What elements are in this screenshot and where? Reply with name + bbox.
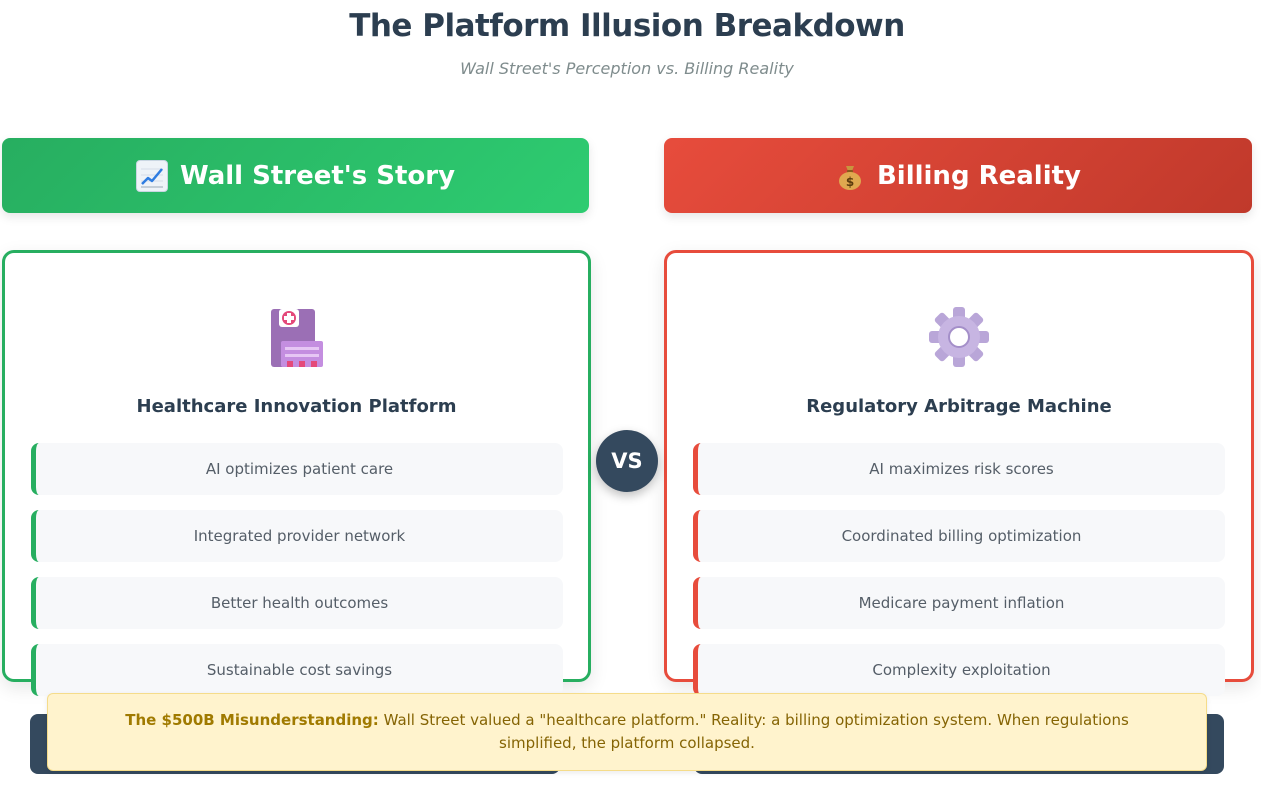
callout-text: Wall Street valued a "healthcare platfor… [383, 711, 1129, 752]
panel-title: Regulatory Arbitrage Machine [806, 396, 1112, 417]
list-item: AI maximizes risk scores [693, 443, 1225, 495]
billing-reality-header: $ Billing Reality [664, 138, 1252, 213]
hospital-icon [265, 305, 329, 369]
callout-body: The $500B Misunderstanding: Wall Street … [88, 709, 1166, 755]
vs-badge: VS [596, 430, 658, 492]
chart-increasing-icon [135, 159, 168, 192]
svg-text:$: $ [846, 175, 854, 189]
list-item: Medicare payment inflation [693, 577, 1225, 629]
wall-street-header-label: Wall Street's Story [179, 160, 456, 191]
list-item: Integrated provider network [31, 510, 563, 562]
wall-street-header: Wall Street's Story [2, 138, 589, 213]
money-bag-icon: $ [835, 161, 865, 191]
list-item: Complexity exploitation [693, 644, 1225, 696]
billing-reality-header-label: Billing Reality [876, 160, 1082, 191]
list-item: Better health outcomes [31, 577, 563, 629]
list-item: Sustainable cost savings [31, 644, 563, 696]
wall-street-panel: Healthcare Innovation Platform AI optimi… [2, 250, 591, 696]
gear-icon [927, 305, 991, 369]
callout-label: The $500B Misunderstanding: [125, 711, 379, 729]
page-subtitle: Wall Street's Perception vs. Billing Rea… [460, 59, 794, 78]
panel-title: Healthcare Innovation Platform [136, 396, 457, 417]
billing-reality-panel: Regulatory Arbitrage Machine AI maximize… [664, 250, 1254, 696]
misunderstanding-callout: The $500B Misunderstanding: Wall Street … [47, 693, 1207, 771]
page-title: The Platform Illusion Breakdown [349, 8, 905, 44]
list-item: Coordinated billing optimization [693, 510, 1225, 562]
list-item: AI optimizes patient care [31, 443, 563, 495]
